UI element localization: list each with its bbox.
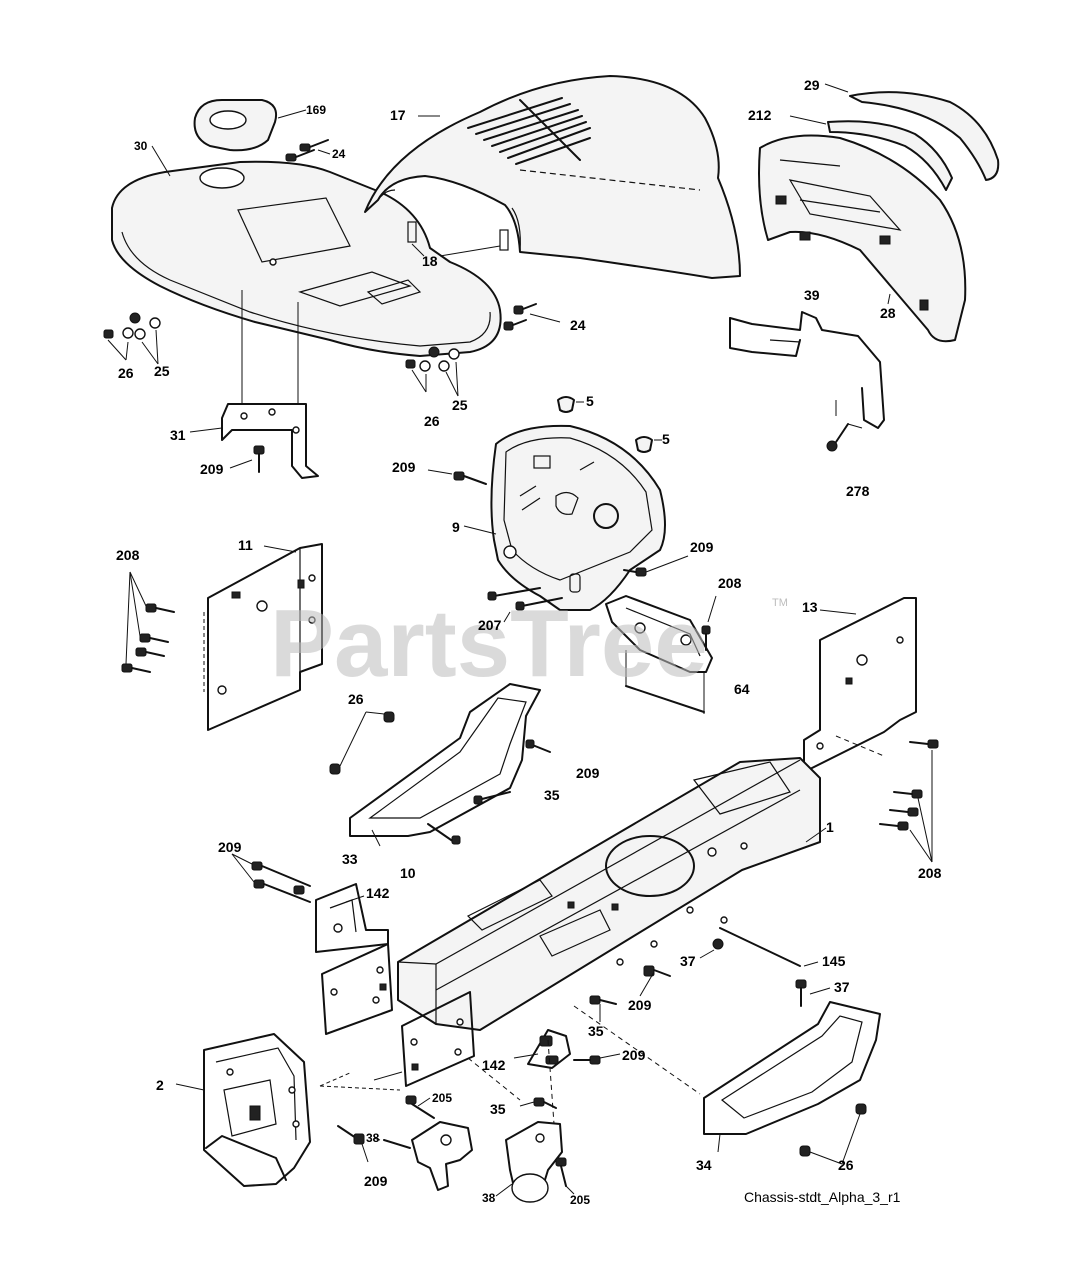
callout-209-rear: 209: [622, 1047, 646, 1063]
center-hardware: [589, 965, 671, 1022]
callout-209-bracket: 209: [200, 461, 224, 477]
callout-209-front: 209: [218, 839, 242, 855]
callout-26-left: 26: [118, 365, 134, 381]
callout-5-upper: 5: [586, 393, 594, 409]
callout-2: 2: [156, 1077, 164, 1093]
part-278-screw: [826, 423, 863, 452]
callout-209-lower: 209: [364, 1173, 388, 1189]
part-142-bracket-a: [231, 853, 389, 953]
callout-205-upper: 205: [432, 1091, 452, 1105]
callout-29: 29: [804, 77, 820, 93]
part-208-bolts-left: [121, 571, 175, 673]
callout-39: 39: [804, 287, 820, 303]
part-39-bracket: [729, 311, 885, 429]
callout-209-dash-right: 209: [690, 539, 714, 555]
part-33-support: [329, 683, 551, 847]
callout-10: 10: [400, 865, 416, 881]
callout-145: 145: [822, 953, 846, 969]
part-5-knobs: [557, 396, 662, 453]
part-209-bolt-lower: [337, 1125, 369, 1163]
callout-5-lower: 5: [662, 431, 670, 447]
callout-278: 278: [846, 483, 870, 499]
callout-212: 212: [748, 107, 772, 123]
part-24-bolts-top: [285, 139, 331, 162]
callout-35-support: 35: [544, 787, 560, 803]
callout-31: 31: [170, 427, 186, 443]
part-145-rod: [699, 927, 831, 1007]
callout-37-left: 37: [680, 953, 696, 969]
part-13-side-panel: [803, 597, 917, 773]
callout-13: 13: [802, 599, 818, 615]
part-31-bracket: [189, 403, 319, 479]
part-17-hood: [364, 75, 741, 279]
part-29-trim: [824, 83, 1000, 181]
callout-1: 1: [826, 819, 834, 835]
part-207-bolts: [487, 587, 563, 623]
part-11-side-panel: [203, 543, 323, 731]
callout-33: 33: [342, 851, 358, 867]
callout-26-support: 26: [348, 691, 364, 707]
part-38-bracket-a: [373, 1095, 473, 1191]
callout-64: 64: [734, 681, 750, 697]
callout-17: 17: [390, 107, 406, 123]
hood-grille-slots: [467, 97, 591, 165]
part-28-grille: [758, 134, 967, 343]
callout-11: 11: [238, 537, 253, 553]
callout-24-top: 24: [332, 147, 346, 161]
fender-hardware-left: [103, 312, 161, 365]
callout-209-support: 209: [576, 765, 600, 781]
callout-25-right: 25: [452, 397, 468, 413]
part-208-bolts-right: [879, 739, 939, 863]
part-212-trim: [789, 115, 953, 191]
assembly-guides: [467, 735, 885, 1125]
callout-35-center: 35: [588, 1023, 604, 1039]
part-34-support: [703, 1001, 881, 1165]
callout-26-rear: 26: [838, 1157, 854, 1173]
callout-205-lower: 205: [570, 1193, 590, 1207]
watermark-trademark: TM: [772, 597, 788, 609]
callout-35-lower: 35: [490, 1101, 506, 1117]
part-142-bracket-b: [513, 1029, 621, 1069]
diagram-caption: Chassis-stdt_Alpha_3_r1: [744, 1189, 901, 1205]
callout-26-right: 26: [424, 413, 440, 429]
callout-28: 28: [880, 305, 896, 321]
callout-38-lower: 38: [482, 1191, 496, 1205]
callout-37-right: 37: [834, 979, 850, 995]
callout-38-upper: 38: [366, 1131, 380, 1145]
callout-209-dash: 209: [392, 459, 416, 475]
callout-169: 169: [306, 103, 326, 117]
fender-hardware-right: [405, 303, 561, 397]
callout-24-right: 24: [570, 317, 586, 333]
callout-142-front: 142: [366, 885, 390, 901]
callout-208-right: 208: [918, 865, 942, 881]
part-30-fender: [111, 145, 502, 404]
part-169-knob: [193, 99, 307, 152]
part-2-front-bracket: [175, 1033, 401, 1187]
watermark-text: PartsTree: [270, 590, 708, 697]
part-1-frame: [397, 757, 827, 1031]
callout-209-center: 209: [628, 997, 652, 1013]
part-9-dash-panel: [427, 424, 689, 611]
callout-25-left: 25: [154, 363, 170, 379]
callout-142-rear: 142: [482, 1057, 506, 1073]
callout-207: 207: [478, 617, 502, 633]
rear-mount-plate: [373, 991, 475, 1087]
part-64-bracket: [605, 595, 717, 714]
callout-34: 34: [696, 1157, 712, 1173]
callout-208-dash: 208: [718, 575, 742, 591]
callout-30: 30: [134, 139, 148, 153]
part-38-bracket-b: [495, 1097, 575, 1203]
front-mount-plate: [321, 943, 393, 1035]
callout-9: 9: [452, 519, 460, 535]
callout-208-left: 208: [116, 547, 140, 563]
callout-18: 18: [422, 253, 438, 269]
